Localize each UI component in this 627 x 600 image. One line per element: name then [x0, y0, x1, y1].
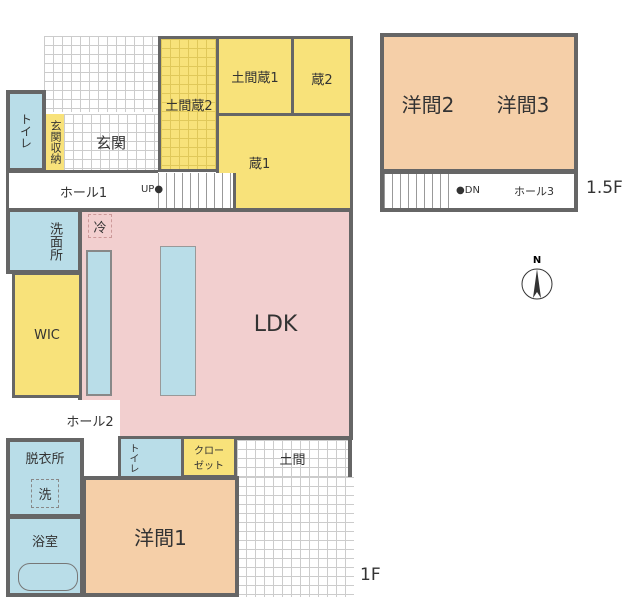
room-kura1: 蔵1: [216, 113, 353, 211]
room-label: LDK: [253, 311, 298, 337]
washer: 洗: [31, 479, 59, 508]
room-label: WIC: [34, 327, 60, 343]
room-label: 洋間2: [401, 92, 455, 117]
room-label: 土間: [279, 453, 306, 468]
room-wic: WIC: [12, 272, 82, 398]
room-toilet2: トイレ: [118, 436, 184, 480]
room-kura2: 蔵2: [291, 36, 353, 120]
staircase-15f: [384, 174, 456, 208]
room-western3: 洋間3: [472, 33, 578, 173]
room-doma-kura1: 土間蔵1: [216, 36, 294, 116]
north-arrow-icon: [521, 268, 553, 300]
room-doma: 土間: [237, 440, 352, 477]
room-label: 土間蔵1: [231, 70, 279, 86]
room-label: 玄関: [95, 133, 126, 152]
hallway: [82, 440, 120, 478]
room-label: 洗面所: [47, 221, 62, 261]
room-label: 土間蔵2: [165, 98, 213, 114]
room-genkan: 玄関: [64, 114, 158, 170]
room-label: ホール1: [59, 185, 108, 201]
staircase: [158, 173, 236, 209]
kitchen-island: [160, 246, 196, 396]
room-label: クローゼット: [194, 446, 224, 472]
kitchen-counter: [86, 250, 112, 396]
room-hall2: ホール2: [10, 400, 120, 440]
room-label: 洋間1: [134, 526, 187, 550]
up-text: UP: [140, 183, 155, 195]
room-label: 蔵1: [249, 156, 271, 172]
room-closet: クローゼット: [181, 436, 237, 478]
room-label: トイレ: [127, 443, 138, 473]
room-label: トイレ: [18, 113, 33, 149]
north-label: N: [532, 255, 542, 266]
up-label: UP●: [140, 183, 164, 195]
room-bath: 浴室: [6, 515, 84, 597]
terrace: [237, 477, 354, 597]
room-label: 脱衣所: [25, 452, 65, 467]
fridge: 冷: [88, 214, 112, 238]
dn-text: DN: [464, 184, 480, 196]
room-genkan-storage: 玄関収納: [46, 114, 64, 170]
floor-label-1f: 1F: [360, 565, 381, 585]
fridge-label: 冷: [93, 220, 107, 236]
dn-label: ●DN: [456, 184, 480, 196]
bathtub: [18, 563, 78, 591]
room-ldk: LDK: [78, 208, 353, 440]
room-washroom: 洗面所: [6, 208, 82, 274]
room-dressing: 脱衣所洗: [6, 438, 84, 518]
room-hall1: ホール1: [6, 170, 158, 212]
entrance-approach: [44, 36, 160, 112]
room-label: 玄関収納: [49, 120, 62, 164]
floor-label-15f: 1.5F: [586, 178, 623, 198]
room-label: ホール2: [66, 414, 114, 430]
room-toilet-top: トイレ: [6, 90, 46, 172]
north-compass-icon: N: [520, 255, 554, 305]
room-western1: 洋間1: [82, 476, 239, 597]
room-label: 洋間3: [496, 92, 550, 117]
room-doma-kura2: 土間蔵2: [158, 36, 220, 172]
room-label: 蔵2: [311, 72, 333, 88]
room-label: 浴室: [31, 535, 58, 550]
room-label: ホール3: [514, 185, 554, 198]
room-western2: 洋間2: [380, 33, 474, 173]
